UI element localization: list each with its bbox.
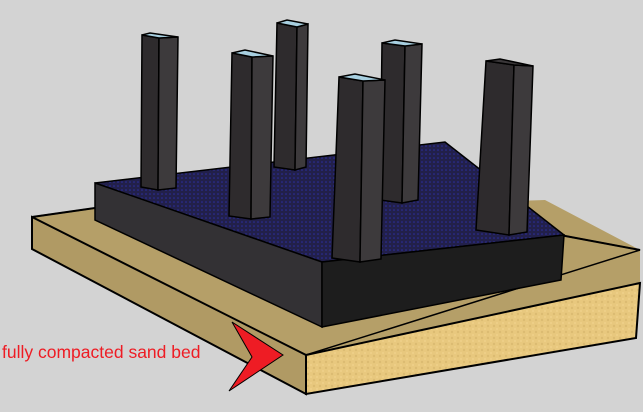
column-middle-left [228, 49, 274, 220]
column-back-left [140, 32, 179, 191]
column-back-center [273, 19, 309, 171]
column-right [475, 58, 534, 236]
concrete-slab [94, 141, 566, 329]
column-front-center [331, 73, 386, 263]
red-arrow-icon [228, 321, 284, 392]
column-back-right [379, 39, 423, 204]
slab-front-face [321, 234, 565, 328]
sand-bed-front-face [305, 281, 642, 396]
sand-bed-label: fully compacted sand bed [2, 342, 201, 362]
